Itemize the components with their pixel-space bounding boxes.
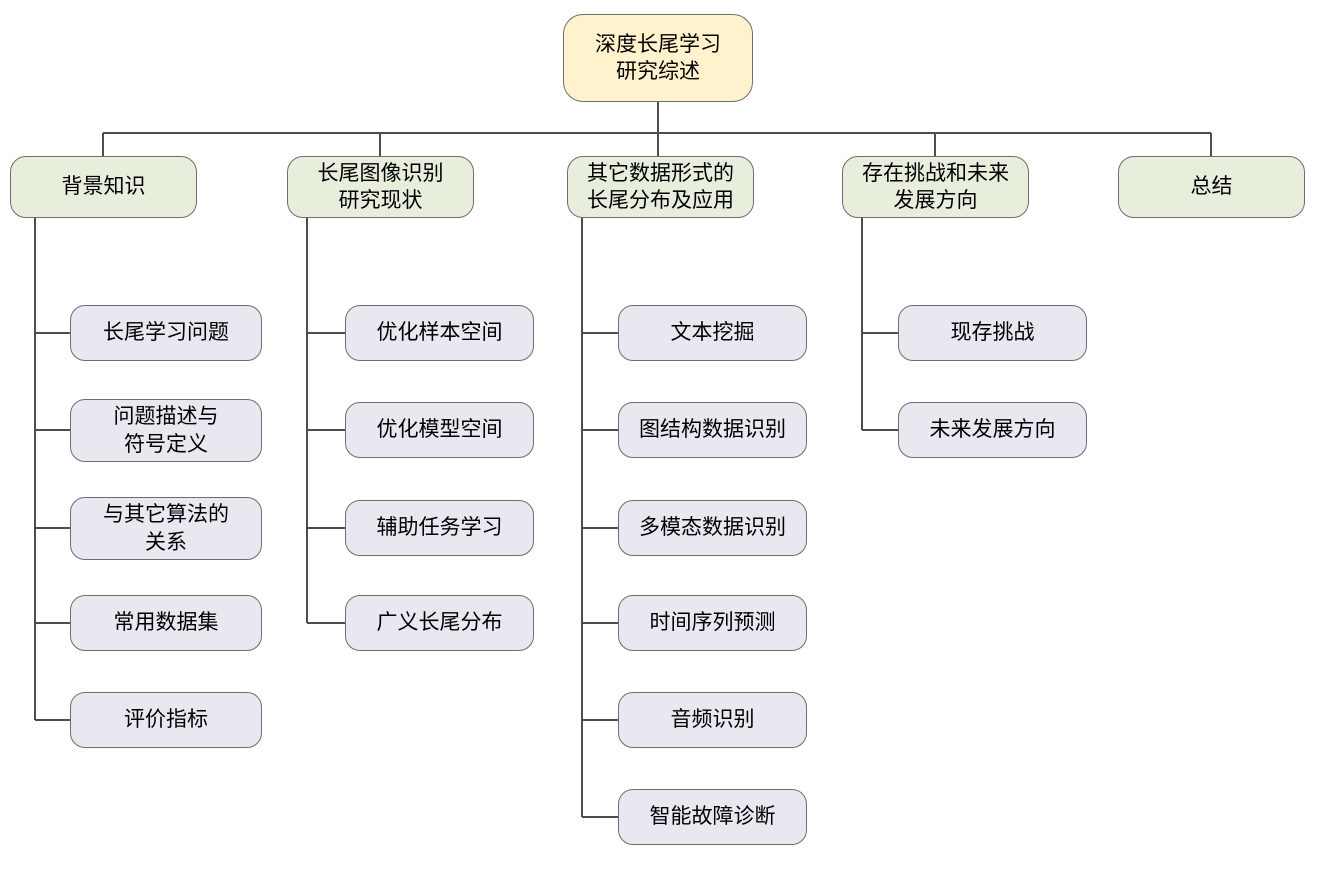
node-optimize-model-space: 优化模型空间 bbox=[345, 402, 534, 458]
node-problem-description-notation-label: 问题描述与 符号定义 bbox=[113, 405, 219, 456]
node-evaluation-metrics: 评价指标 bbox=[70, 692, 262, 748]
node-graph-data-recognition-label: 图结构数据识别 bbox=[639, 418, 786, 442]
node-common-datasets-label: 常用数据集 bbox=[113, 611, 219, 635]
node-text-mining: 文本挖掘 bbox=[618, 305, 807, 361]
node-existing-challenges: 现存挑战 bbox=[898, 305, 1087, 361]
node-longtail-image-recognition: 长尾图像识别 研究现状 bbox=[287, 156, 474, 218]
node-optimize-sample-space: 优化样本空间 bbox=[345, 305, 534, 361]
node-auxiliary-task-learning-label: 辅助任务学习 bbox=[376, 516, 503, 540]
node-graph-data-recognition: 图结构数据识别 bbox=[618, 402, 807, 458]
node-relation-to-other-algorithms-label: 与其它算法的 关系 bbox=[103, 503, 229, 554]
node-longtail-learning-problem-label: 长尾学习问题 bbox=[103, 321, 229, 345]
node-other-data-forms-label: 其它数据形式的 长尾分布及应用 bbox=[587, 161, 734, 212]
node-audio-recognition-label: 音频识别 bbox=[670, 708, 755, 732]
node-evaluation-metrics-label: 评价指标 bbox=[124, 708, 208, 732]
node-summary-label: 总结 bbox=[1190, 175, 1233, 199]
node-audio-recognition: 音频识别 bbox=[618, 692, 807, 748]
node-generalized-longtail-distribution: 广义长尾分布 bbox=[345, 595, 534, 651]
node-future-directions: 未来发展方向 bbox=[898, 402, 1087, 458]
node-challenges-future-label: 存在挑战和未来 发展方向 bbox=[862, 161, 1009, 212]
node-root: 深度长尾学习 研究综述 bbox=[563, 14, 753, 102]
node-existing-challenges-label: 现存挑战 bbox=[950, 321, 1035, 345]
node-multimodal-data-recognition: 多模态数据识别 bbox=[618, 500, 807, 556]
node-intelligent-fault-diagnosis-label: 智能故障诊断 bbox=[649, 805, 776, 829]
node-multimodal-data-recognition-label: 多模态数据识别 bbox=[639, 516, 786, 540]
node-optimize-sample-space-label: 优化样本空间 bbox=[376, 321, 503, 345]
node-background-knowledge: 背景知识 bbox=[10, 156, 197, 218]
node-text-mining-label: 文本挖掘 bbox=[670, 321, 755, 345]
node-longtail-image-recognition-label: 长尾图像识别 研究现状 bbox=[317, 161, 444, 212]
node-challenges-future: 存在挑战和未来 发展方向 bbox=[842, 156, 1029, 218]
node-future-directions-label: 未来发展方向 bbox=[929, 418, 1056, 442]
node-summary: 总结 bbox=[1118, 156, 1305, 218]
node-common-datasets: 常用数据集 bbox=[70, 595, 262, 651]
node-root-label: 深度长尾学习 研究综述 bbox=[595, 32, 721, 83]
node-auxiliary-task-learning: 辅助任务学习 bbox=[345, 500, 534, 556]
node-generalized-longtail-distribution-label: 广义长尾分布 bbox=[376, 611, 503, 635]
node-optimize-model-space-label: 优化模型空间 bbox=[376, 418, 503, 442]
node-longtail-learning-problem: 长尾学习问题 bbox=[70, 305, 262, 361]
node-intelligent-fault-diagnosis: 智能故障诊断 bbox=[618, 789, 807, 845]
node-other-data-forms: 其它数据形式的 长尾分布及应用 bbox=[567, 156, 754, 218]
node-relation-to-other-algorithms: 与其它算法的 关系 bbox=[70, 497, 262, 560]
node-problem-description-notation: 问题描述与 符号定义 bbox=[70, 399, 262, 462]
node-time-series-forecasting-label: 时间序列预测 bbox=[649, 611, 776, 635]
node-background-knowledge-label: 背景知识 bbox=[61, 175, 146, 199]
node-time-series-forecasting: 时间序列预测 bbox=[618, 595, 807, 651]
